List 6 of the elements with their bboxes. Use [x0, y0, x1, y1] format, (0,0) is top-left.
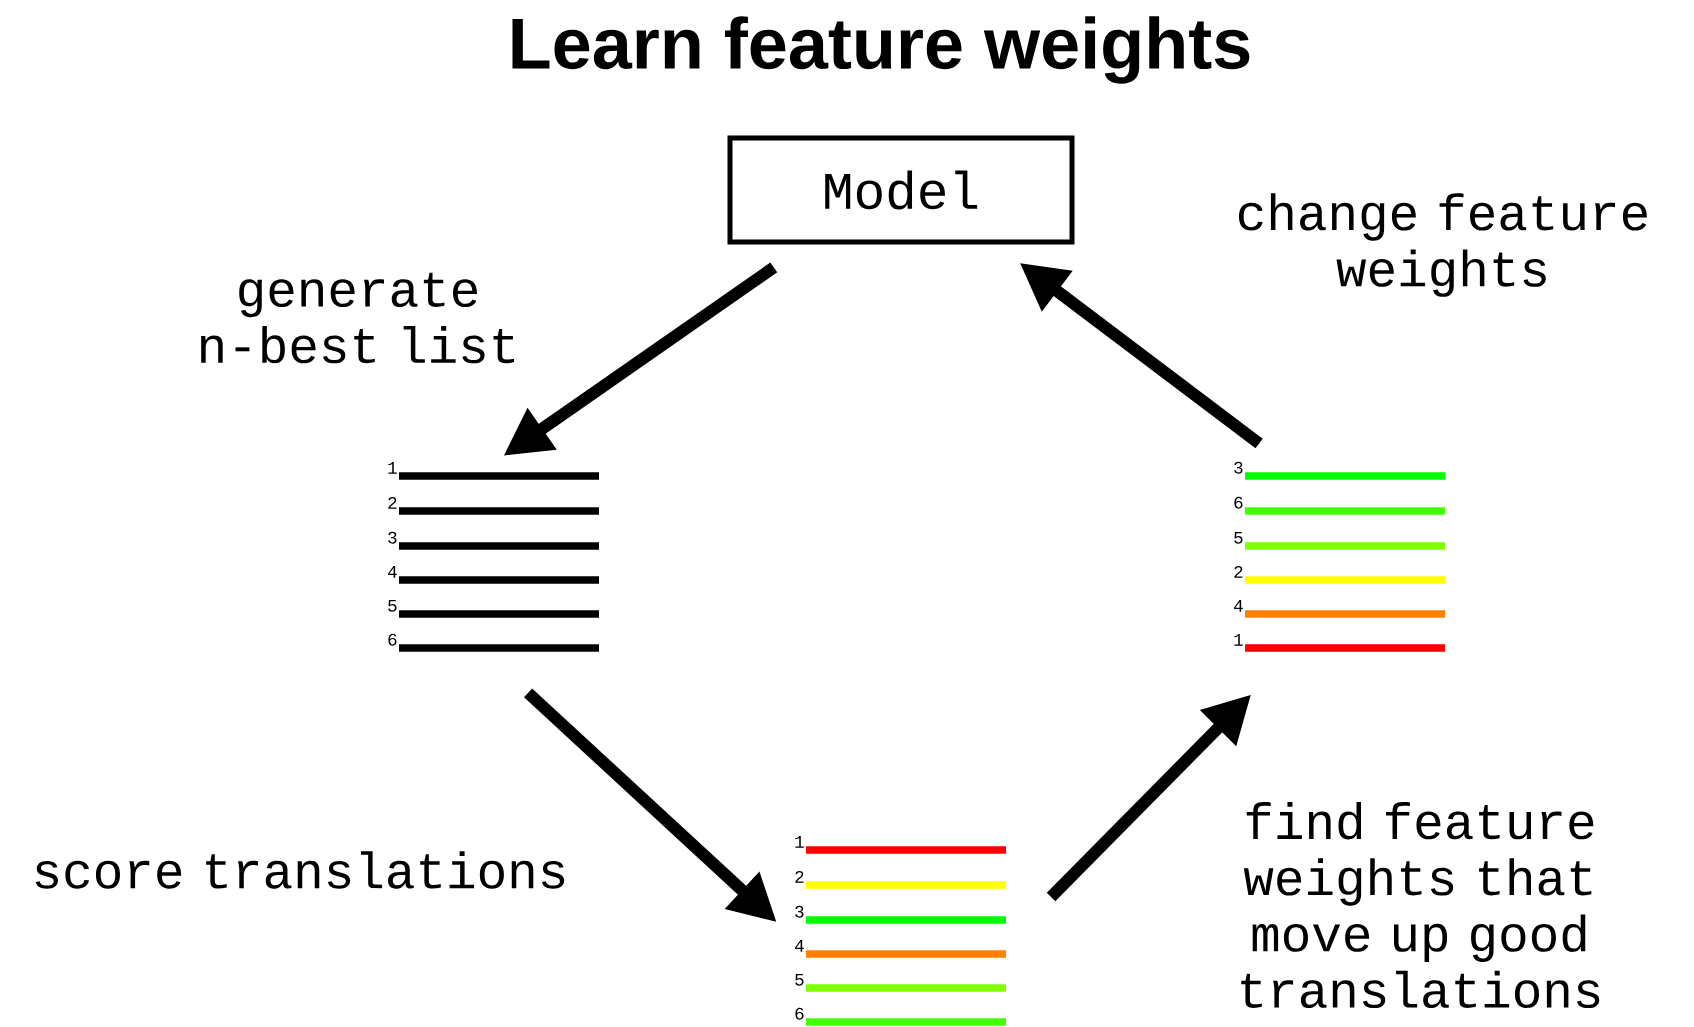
edge-label: change feature weights — [1238, 193, 1647, 297]
process-box: Model — [727, 135, 1075, 245]
edge-label: generate n-best list — [201, 272, 515, 364]
title: Learn feature weights — [512, 16, 1250, 84]
edge-label: score translations — [35, 851, 565, 889]
edge-label: find feature weights that move up good translations — [1241, 801, 1600, 1009]
